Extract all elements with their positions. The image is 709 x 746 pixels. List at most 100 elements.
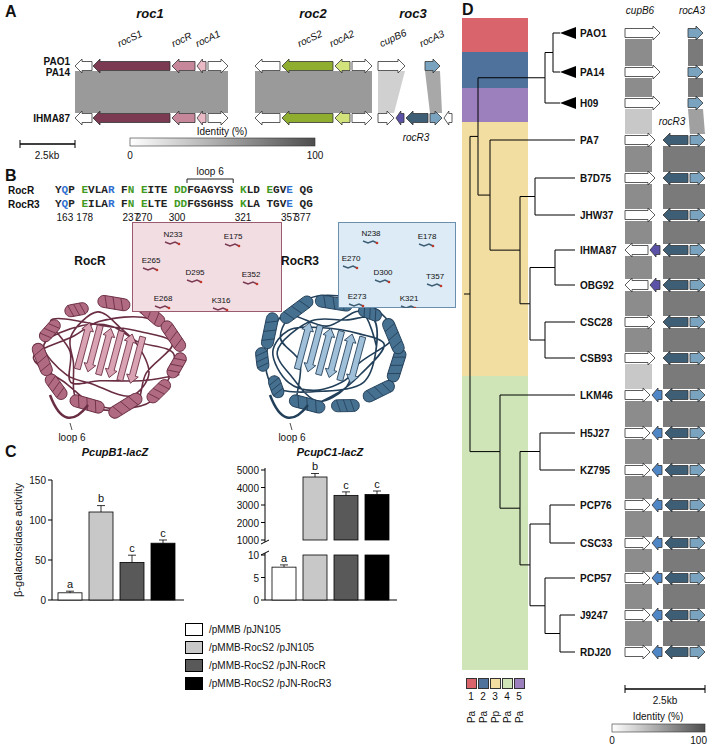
strain-name: PCP57 xyxy=(580,573,612,584)
line-shape xyxy=(54,387,66,397)
gene-arrow xyxy=(690,278,705,292)
residue: D xyxy=(174,198,181,210)
line-shape xyxy=(159,540,167,541)
atom xyxy=(440,285,443,288)
annotation: 0 xyxy=(609,735,615,746)
legend-swatch xyxy=(478,678,489,689)
strain-name: RocR3 xyxy=(8,199,40,210)
identity-band xyxy=(688,78,703,97)
line-shape xyxy=(374,385,383,398)
tree-branch xyxy=(550,505,575,524)
line-shape xyxy=(261,600,265,601)
line-shape xyxy=(255,351,267,356)
rect-shape xyxy=(165,351,189,380)
legend-text: /pMMB /pJN105 xyxy=(209,624,281,635)
residue xyxy=(134,198,141,210)
gene-arrow xyxy=(208,111,228,125)
residue: G xyxy=(306,198,313,210)
annotation: 10 xyxy=(248,550,259,561)
line-shape xyxy=(311,473,319,474)
gene-arrow xyxy=(444,111,452,125)
gene-arrow xyxy=(172,59,195,73)
identity-band xyxy=(663,256,705,279)
gene-arrow xyxy=(352,111,372,125)
line-shape xyxy=(121,399,131,411)
legend-swatch xyxy=(185,623,203,636)
phylogroup-band xyxy=(462,52,528,88)
chart-title: PcupC1-lacZ xyxy=(297,446,364,458)
tree-branch xyxy=(545,340,575,358)
strain-name: PA7 xyxy=(580,135,599,146)
line-shape xyxy=(66,591,74,592)
residue: L xyxy=(148,198,155,210)
tree-branch xyxy=(478,78,545,137)
residue: G xyxy=(194,198,201,210)
annotation: b xyxy=(98,492,104,504)
residue xyxy=(114,184,121,196)
line-shape xyxy=(151,313,162,325)
identity-band xyxy=(625,401,652,427)
residue-label: E270 xyxy=(342,255,361,264)
tree-branch xyxy=(530,268,555,304)
tree-branch xyxy=(545,578,575,606)
tree-branch xyxy=(490,195,520,250)
panel-letter: B xyxy=(5,167,17,185)
line-shape xyxy=(256,357,268,362)
line-shape xyxy=(36,355,49,363)
residue: I xyxy=(148,184,155,196)
residue-stick xyxy=(343,266,357,268)
annotation: c xyxy=(374,478,380,490)
residue: S xyxy=(220,184,227,196)
residue xyxy=(233,198,240,210)
annotation: 270 xyxy=(136,212,153,223)
line-shape xyxy=(20,143,75,145)
gene-arrow xyxy=(625,645,650,659)
gene-arrow xyxy=(93,59,170,73)
residue: E xyxy=(286,184,293,196)
strain-name: H5J27 xyxy=(580,428,609,439)
gene-arrow xyxy=(652,426,662,440)
annotation: Identity (%) xyxy=(197,126,248,137)
residue: E xyxy=(81,198,88,210)
residue: L xyxy=(247,184,254,196)
line-shape xyxy=(265,553,266,600)
line-shape xyxy=(52,480,53,600)
atom xyxy=(178,243,181,246)
gene-arrow xyxy=(625,608,650,622)
line-shape xyxy=(103,295,109,307)
line-shape xyxy=(280,564,288,565)
residue: R xyxy=(108,198,115,210)
panel-letter: A xyxy=(5,3,17,21)
gene-arrow xyxy=(396,111,404,125)
residue-label: E273 xyxy=(348,293,367,302)
residue: K xyxy=(240,184,247,196)
line-shape xyxy=(48,560,52,561)
line-shape xyxy=(46,376,58,386)
gene-arrow xyxy=(690,463,705,477)
path-shape xyxy=(187,179,233,183)
residue: N xyxy=(128,184,135,196)
line-shape xyxy=(148,390,159,401)
phylogroup-band xyxy=(462,376,528,670)
residue: Y xyxy=(55,184,62,196)
line-shape xyxy=(39,363,52,371)
protein-cartoon xyxy=(255,294,408,430)
legend-item: 1 xyxy=(465,678,477,702)
gene-arrow xyxy=(663,278,688,292)
line-shape xyxy=(111,297,117,309)
atom xyxy=(356,267,359,270)
residue-label: E178 xyxy=(418,233,437,242)
identity-band xyxy=(625,109,652,134)
residue-label: N233 xyxy=(163,231,182,240)
legend-text: /pMMB-RocS2 /pJN105 xyxy=(209,642,314,653)
residue: A xyxy=(101,184,108,196)
gene-arrow xyxy=(625,388,650,402)
atom xyxy=(156,269,159,272)
line-shape xyxy=(119,298,125,310)
residue xyxy=(75,198,82,210)
tree-branch xyxy=(545,322,575,340)
annotation: Pa xyxy=(502,711,513,723)
gene-arrow xyxy=(625,133,655,147)
